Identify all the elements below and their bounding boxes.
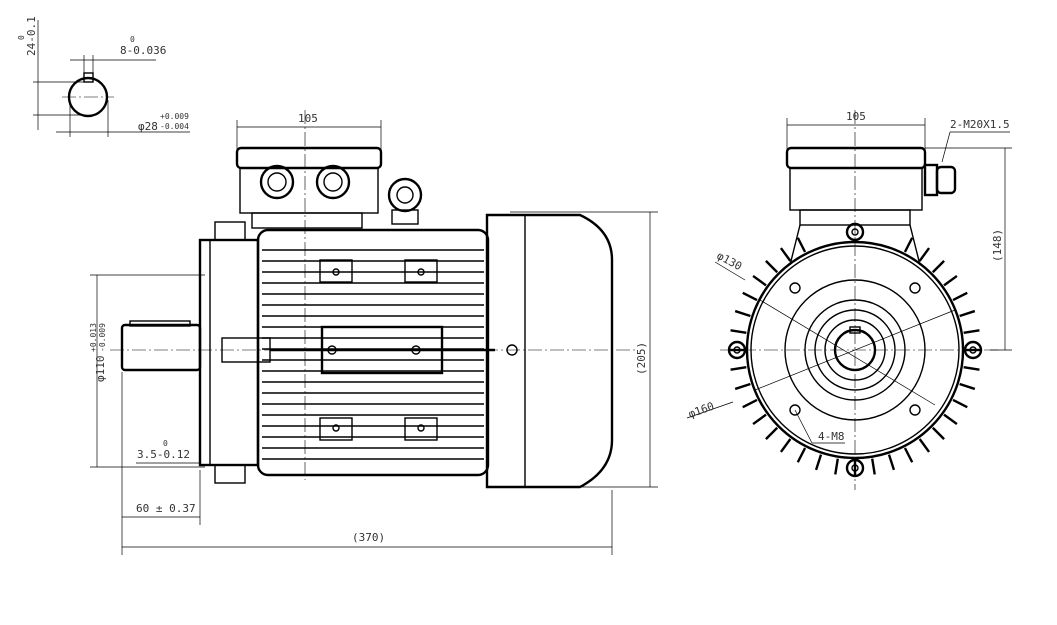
svg-text:+0.013: +0.013 — [89, 323, 98, 352]
fin — [903, 237, 914, 253]
fin — [730, 329, 747, 334]
motor-end-view: φ130 φ160 4-M8 105 2-M20X1.5 (148) — [687, 110, 1012, 490]
fin — [963, 329, 980, 334]
spigot-diameter-dim: φ110 — [94, 356, 107, 383]
fin — [952, 291, 968, 302]
pcd-160-dim: φ160 — [687, 400, 716, 421]
threaded-holes-dim: 4-M8 — [818, 430, 845, 443]
fin — [959, 309, 976, 318]
fin — [752, 274, 767, 287]
key-height-dim: 24-0.1 — [25, 16, 38, 56]
shaft-key-section: 24-0.1 0 0 8-0.036 φ28 +0.009 -0.004 — [17, 16, 190, 137]
svg-text:0: 0 — [130, 35, 135, 44]
fin — [730, 366, 747, 371]
end-cooling-fins — [729, 224, 981, 476]
svg-text:0: 0 — [163, 439, 168, 448]
fin — [918, 438, 931, 453]
svg-text:0: 0 — [17, 35, 26, 40]
svg-text:-0.009: -0.009 — [98, 323, 107, 352]
fin — [918, 247, 931, 262]
fin — [931, 426, 945, 440]
end-terminal-box-width-dim: 105 — [846, 110, 866, 123]
svg-text:+0.009: +0.009 — [160, 112, 189, 121]
fin — [903, 447, 914, 463]
fin — [943, 274, 958, 287]
fin — [734, 309, 751, 318]
threaded-hole — [909, 282, 921, 294]
fin — [963, 366, 980, 371]
fin — [752, 413, 767, 426]
svg-text:-0.004: -0.004 — [160, 122, 189, 131]
fin — [742, 291, 758, 302]
overall-length-dim: (370) — [352, 531, 385, 544]
fin — [796, 237, 807, 253]
terminal-box-width-dim: 105 — [298, 112, 318, 125]
axis-height-dim: (148) — [991, 229, 1004, 262]
motor-side-view: 105 φ110 +0.013 -0.009 0 3.5-0.12 60 ± 0… — [89, 110, 658, 555]
threaded-hole — [909, 404, 921, 416]
key-width-dim: 8-0.036 — [120, 44, 166, 57]
fin — [871, 458, 876, 475]
fin — [943, 413, 958, 426]
fin — [765, 426, 779, 440]
spigot-depth-dim: 3.5-0.12 — [137, 448, 190, 461]
fin — [779, 247, 792, 262]
cooling-fins — [262, 249, 484, 460]
fin — [931, 260, 945, 274]
shaft-length-dim: 60 ± 0.37 — [136, 502, 196, 515]
threaded-hole — [789, 404, 801, 416]
cable-gland-dim: 2-M20X1.5 — [950, 118, 1010, 131]
overall-height-dim: (205) — [635, 342, 648, 375]
fin — [779, 438, 792, 453]
fin — [742, 398, 758, 409]
fin — [834, 458, 839, 475]
threaded-hole — [789, 282, 801, 294]
shaft-diameter-dim: φ28 — [138, 120, 158, 133]
fin — [952, 398, 968, 409]
fin-frame — [789, 224, 921, 266]
fin — [765, 260, 779, 274]
fin — [887, 454, 896, 471]
fin — [959, 382, 976, 391]
fin — [734, 382, 751, 391]
fin — [814, 454, 823, 471]
pcd-130-dim: φ130 — [715, 249, 745, 273]
fin — [796, 447, 807, 463]
